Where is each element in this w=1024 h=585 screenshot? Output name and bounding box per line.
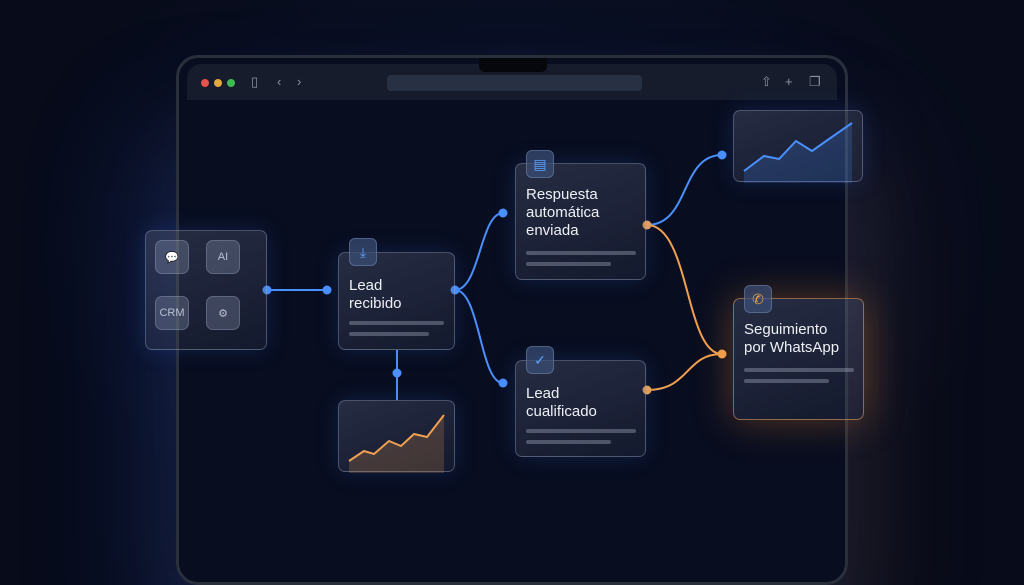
crm-label: CRM [159, 307, 185, 319]
minimize-button[interactable] [214, 79, 222, 87]
connector-dot [498, 378, 508, 388]
message-icon: ▤ [526, 150, 554, 178]
connector-lead-reply [454, 212, 504, 291]
placeholder-line [744, 368, 854, 372]
ai-label: AI [217, 251, 229, 263]
connectors [262, 150, 727, 400]
node-lead-received[interactable]: Lead recibido [338, 252, 455, 350]
placeholder-line [526, 429, 636, 433]
sidebar-icon[interactable]: ▯ [251, 74, 259, 89]
connector-dot [262, 285, 272, 295]
node-lead-qualified[interactable]: Lead cualificado [515, 360, 646, 457]
team-gear-icon[interactable]: ⚙ [206, 296, 240, 330]
node-auto-reply[interactable]: Respuesta automática enviada [515, 163, 646, 280]
laptop-frame: ▯ ‹ › ⇧ + ❐ [176, 55, 848, 585]
connector-dot [392, 368, 402, 378]
node-title: Respuesta automática enviada [526, 186, 600, 239]
node-title: Lead cualificado [526, 385, 597, 420]
connector-dot [717, 150, 727, 160]
placeholder-line [744, 379, 829, 383]
placeholder-line [349, 332, 429, 336]
inbox-download-icon: ⤓ [349, 238, 377, 266]
integrations-card[interactable]: 💬 AI CRM ⚙ [145, 230, 267, 350]
tabs-icon[interactable]: ❐ [809, 74, 821, 89]
ai-chip-icon[interactable]: AI [206, 240, 240, 274]
connector-dot [717, 349, 727, 359]
connector-lead-qualified [454, 289, 504, 384]
connector-dot [498, 208, 508, 218]
new-tab-icon[interactable]: + [785, 74, 793, 89]
node-title: Lead recibido [349, 277, 402, 312]
share-icon[interactable]: ⇧ [761, 74, 772, 89]
connector-reply-whatsapp [646, 224, 723, 355]
forward-icon[interactable]: › [297, 74, 302, 89]
chart-card-blue [733, 110, 863, 183]
maximize-button[interactable] [227, 79, 235, 87]
close-button[interactable] [201, 79, 209, 87]
chart-card-orange [338, 400, 455, 473]
trend-chart-orange [348, 414, 445, 473]
placeholder-line [526, 262, 611, 266]
placeholder-line [349, 321, 444, 325]
connector-qualified-whatsapp [646, 353, 723, 391]
whatsapp-icon: ✆ [744, 285, 772, 313]
chat-icon[interactable]: 💬 [155, 240, 189, 274]
placeholder-line [526, 440, 611, 444]
connector-dot [642, 220, 652, 230]
address-bar[interactable] [387, 75, 642, 91]
node-title: Seguimiento por WhatsApp [744, 321, 840, 356]
check-circle-icon: ✓ [526, 346, 554, 374]
trend-chart-blue [743, 122, 853, 183]
connector-dot [642, 385, 652, 395]
crm-icon[interactable]: CRM [155, 296, 189, 330]
connector-dot [322, 285, 332, 295]
placeholder-line [526, 251, 636, 255]
back-icon[interactable]: ‹ [277, 74, 282, 89]
connector-dot [450, 285, 460, 295]
connector-reply-chart [646, 154, 723, 226]
camera-notch [479, 58, 547, 72]
node-whatsapp-followup[interactable]: Seguimiento por WhatsApp [733, 298, 864, 420]
